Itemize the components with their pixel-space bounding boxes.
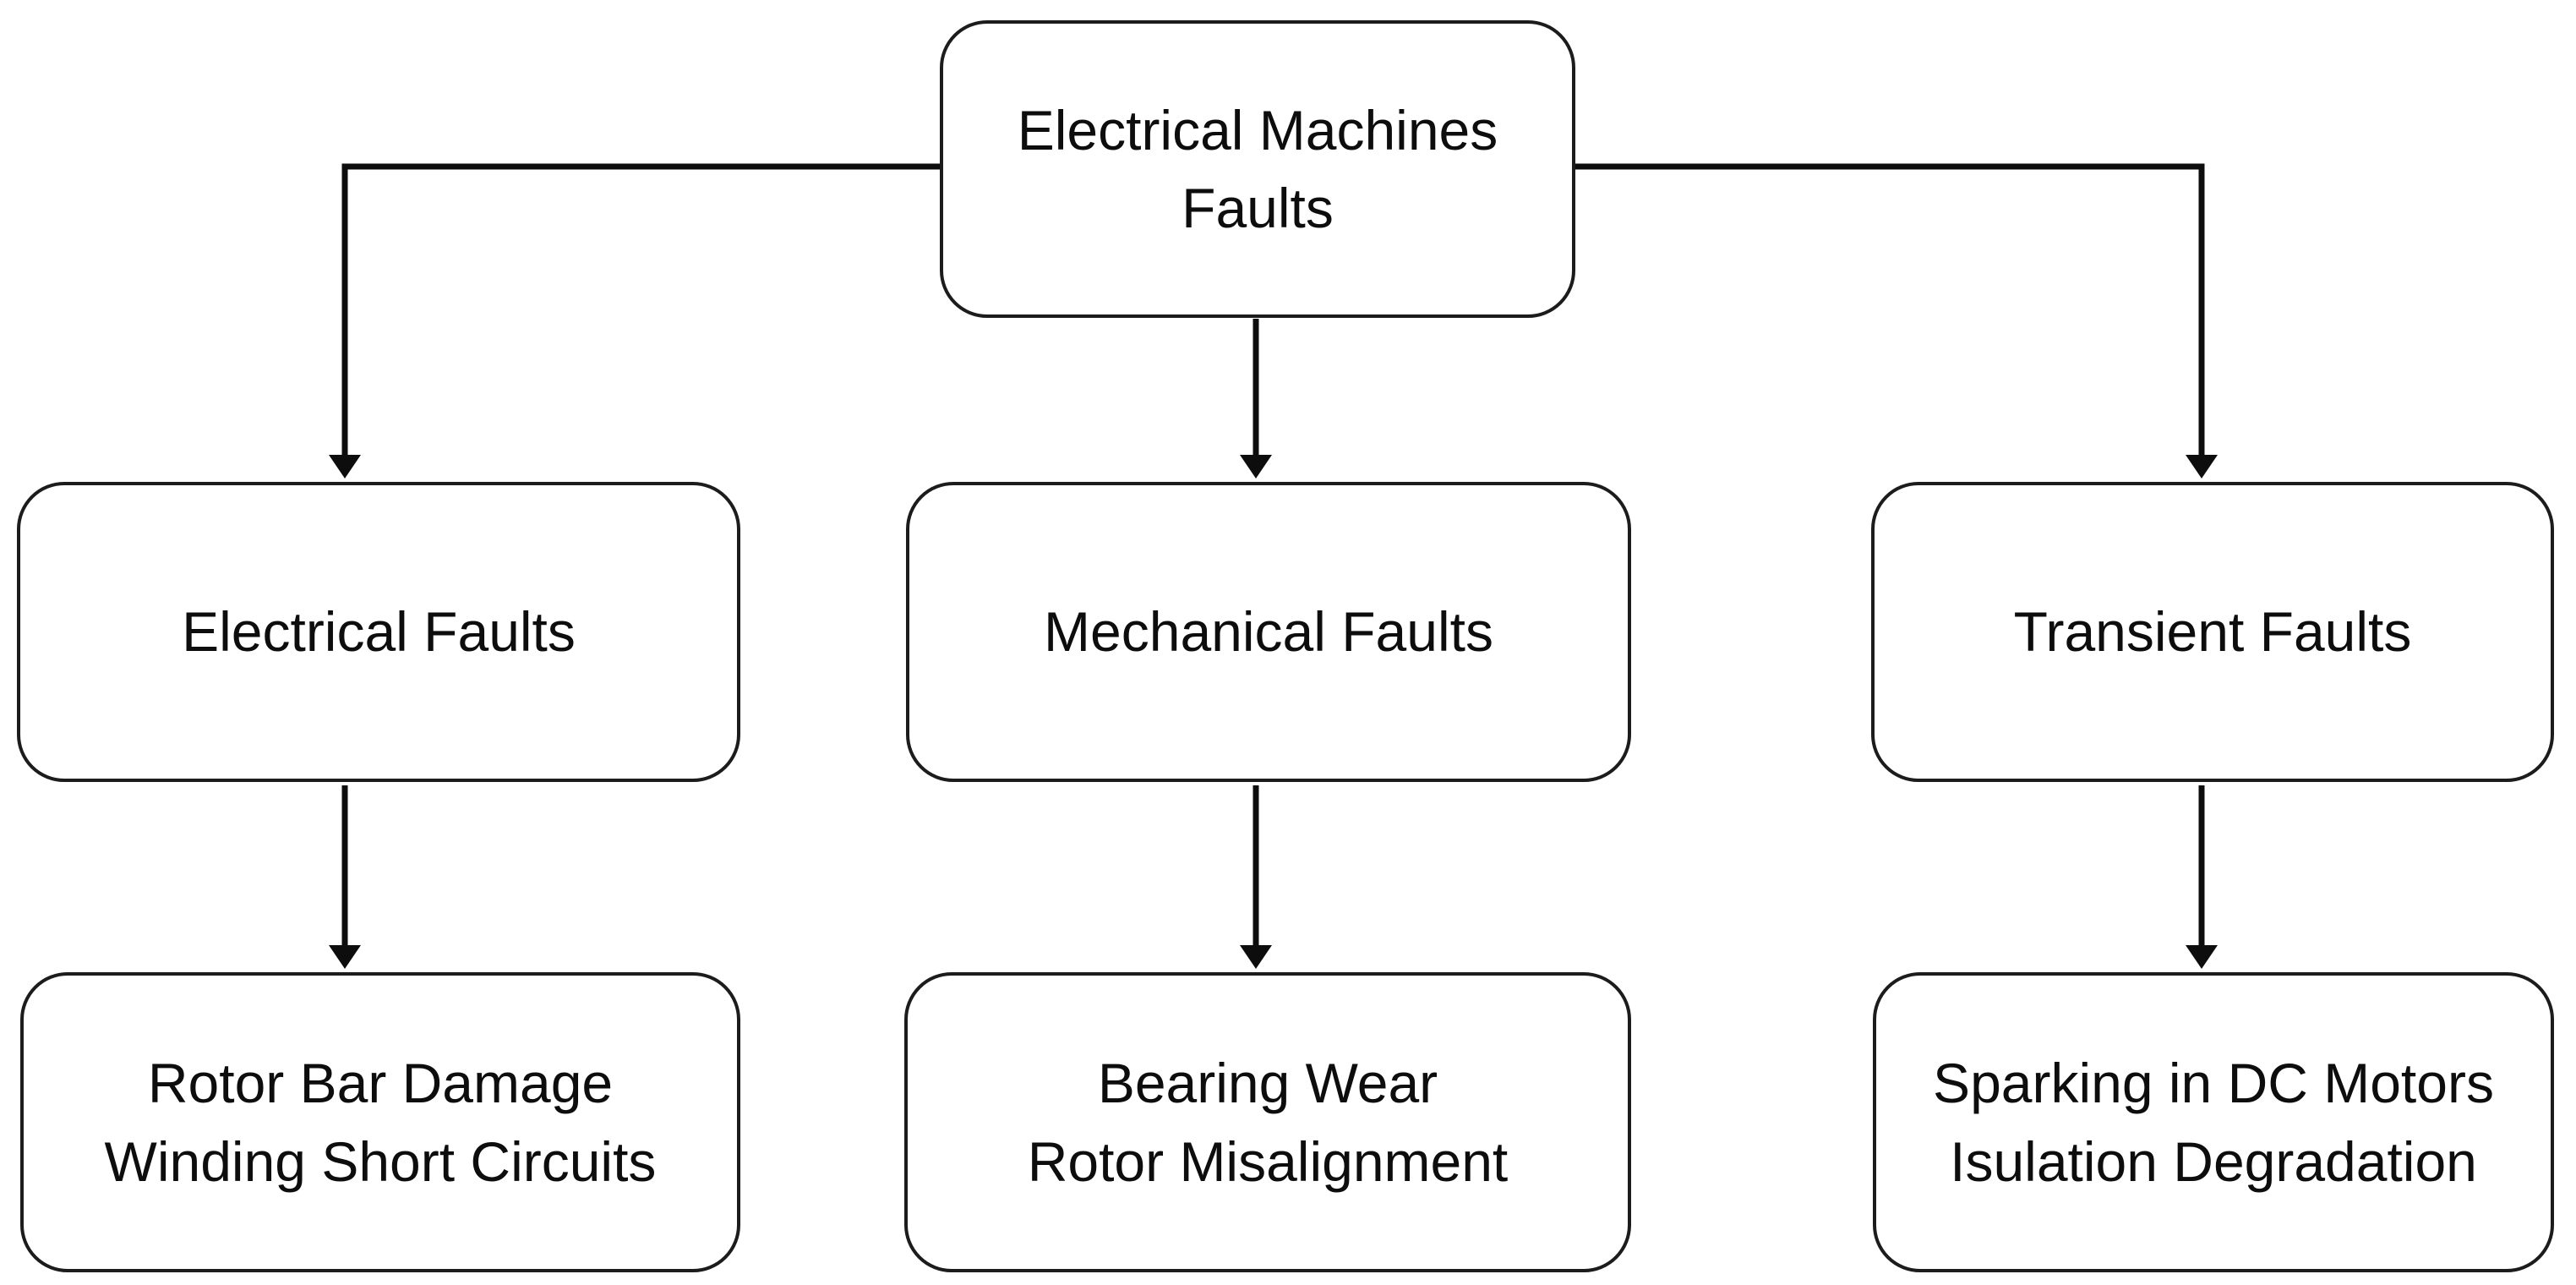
- connector-root-to-electrical-faults: [329, 163, 940, 478]
- node-transient-faults: Transient Faults: [1871, 482, 2554, 782]
- node-mechanical-faults: Mechanical Faults: [906, 482, 1631, 782]
- node-label-line: Electrical Faults: [182, 600, 576, 664]
- node-sparking-dc-motors-isulation-degradation: Sparking in DC Motors Isulation Degradat…: [1873, 972, 2554, 1272]
- node-label-line: Winding Short Circuits: [104, 1129, 657, 1193]
- node-label-line: Electrical Machines: [1017, 98, 1498, 161]
- connector-electrical-faults-to-rotor-bar-damage: [329, 785, 361, 969]
- connector-mechanical-faults-to-bearing-wear: [1240, 785, 1272, 969]
- node-label-line: Faults: [1182, 177, 1334, 239]
- node-label-line: Rotor Bar Damage: [147, 1052, 614, 1115]
- connector-root-to-mechanical-faults: [1240, 319, 1272, 478]
- node-label-line: Bearing Wear: [1097, 1052, 1438, 1115]
- node-label-line: Mechanical Faults: [1044, 600, 1493, 664]
- node-label-line: Isulation Degradation: [1950, 1129, 2477, 1193]
- node-label-line: Rotor Misalignment: [1027, 1129, 1509, 1193]
- node-label-line: Transient Faults: [2013, 600, 2412, 664]
- node-electrical-machines-faults: Electrical Machines Faults: [940, 20, 1575, 318]
- node-rotor-bar-damage-winding-short-circuits: Rotor Bar Damage Winding Short Circuits: [20, 972, 740, 1272]
- connector-root-to-transient-faults: [1574, 163, 2218, 478]
- node-bearing-wear-rotor-misalignment: Bearing Wear Rotor Misalignment: [904, 972, 1631, 1272]
- node-label-line: Sparking in DC Motors: [1933, 1052, 2494, 1115]
- connector-transient-faults-to-sparking: [2186, 785, 2218, 969]
- node-electrical-faults: Electrical Faults: [17, 482, 740, 782]
